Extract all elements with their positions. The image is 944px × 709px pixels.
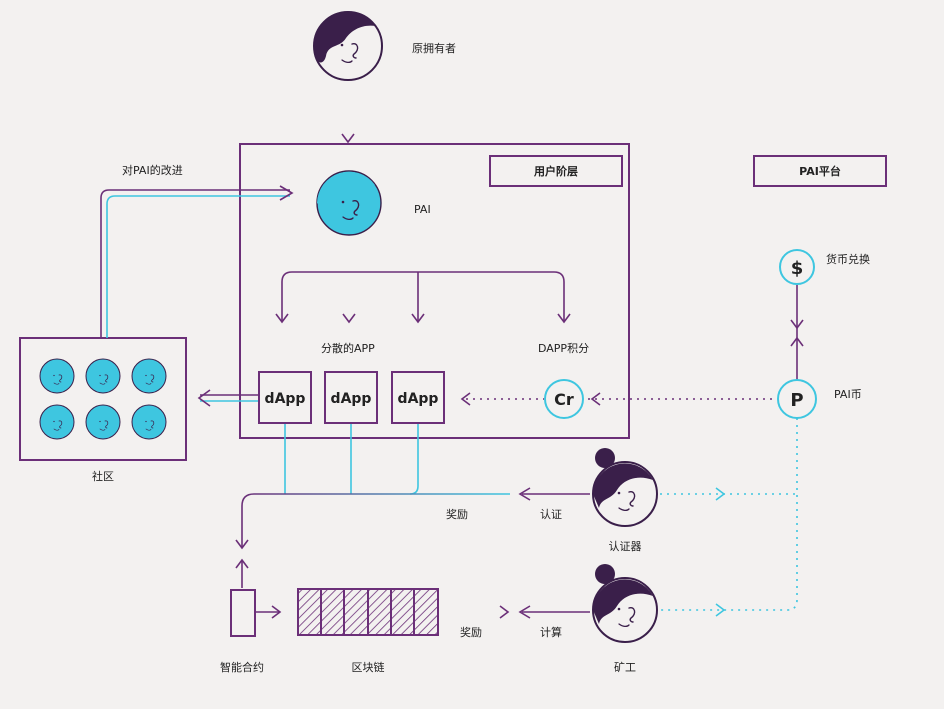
compute-label: 计算 [540, 625, 562, 639]
owner-face-icon [313, 11, 383, 81]
validator-face-icon [592, 448, 658, 527]
improvement-line-inner [106, 195, 290, 338]
pai-platform-label-box [753, 155, 887, 187]
dapp-down-lines [284, 424, 419, 495]
svg-text:dApp: dApp [331, 391, 372, 407]
smart-contract-label: 智能合约 [220, 660, 264, 674]
blockchain-blocks [297, 588, 439, 636]
improvement-line-outer [100, 189, 290, 338]
dapp-credits-label: DAPP积分 [538, 342, 589, 355]
pai-platform-label: PAI平台 [799, 164, 841, 178]
reward-bottom-label: 奖励 [460, 625, 482, 639]
pai-coin-label: PAI币 [834, 388, 862, 401]
owner-label: 原拥有者 [412, 41, 456, 55]
miner-face-icon [592, 564, 658, 643]
validator-label: 认证器 [609, 540, 642, 553]
dapp-box-3: dApp [391, 371, 445, 424]
blockchain-label: 区块链 [352, 660, 385, 674]
improvement-arrowhead [279, 185, 294, 201]
pai-to-miner-dotted [660, 418, 798, 611]
dapp-box-2: dApp [324, 371, 378, 424]
improvement-label: 对PAI的改进 [122, 163, 183, 177]
reward-bus-arrowhead [235, 539, 249, 550]
reward-top-label: 奖励 [446, 507, 468, 521]
credit-to-dapp-arrowhead [460, 392, 471, 406]
exchange-arrowhead-down [790, 319, 804, 330]
validator-dotted-arrowhead [715, 487, 726, 501]
pai-to-credit-arrowhead [590, 392, 601, 406]
pai-coin-token-icon: P [777, 379, 817, 419]
dapp-box-1: dApp [258, 371, 312, 424]
verify-label: 认证 [540, 508, 562, 521]
verify-arrowhead [518, 487, 531, 501]
exchange-arrowhead-up [790, 336, 804, 347]
currency-exchange-label: 货币兑换 [826, 252, 870, 266]
pai-face-icon [316, 170, 382, 236]
pai-branch-lines [281, 271, 565, 322]
svg-text:dApp: dApp [398, 391, 439, 407]
user-layer-label-box [489, 155, 623, 187]
contract-up-arrowhead [235, 558, 249, 569]
reward-bus-line [241, 493, 510, 548]
smart-contract-box [230, 589, 256, 637]
svg-text:dApp: dApp [265, 391, 306, 407]
community-frame [19, 337, 187, 461]
branch-arrowheads [275, 313, 571, 324]
svg-text:Cr: Cr [554, 390, 574, 409]
dollar-token-icon: $ [779, 249, 815, 285]
community-faces [39, 358, 167, 440]
pai-label: PAI [414, 203, 431, 216]
miner-label: 矿工 [614, 661, 636, 674]
contract-to-chain-arrowhead [271, 605, 282, 619]
distributed-app-label: 分散的APP [321, 341, 375, 355]
dapp-to-community-arrowhead [197, 389, 211, 407]
svg-text:$: $ [791, 258, 804, 279]
community-label: 社区 [92, 469, 114, 483]
credit-token-icon: Cr [544, 379, 584, 419]
user-layer-frame [239, 143, 630, 439]
user-layer-label: 用户阶层 [534, 164, 578, 178]
chain-reward-arrowhead [499, 605, 510, 619]
svg-text:P: P [790, 390, 803, 411]
compute-arrowhead [518, 605, 531, 619]
miner-dotted-arrowhead [715, 603, 726, 617]
owner-to-pai-arrowhead [341, 133, 355, 144]
